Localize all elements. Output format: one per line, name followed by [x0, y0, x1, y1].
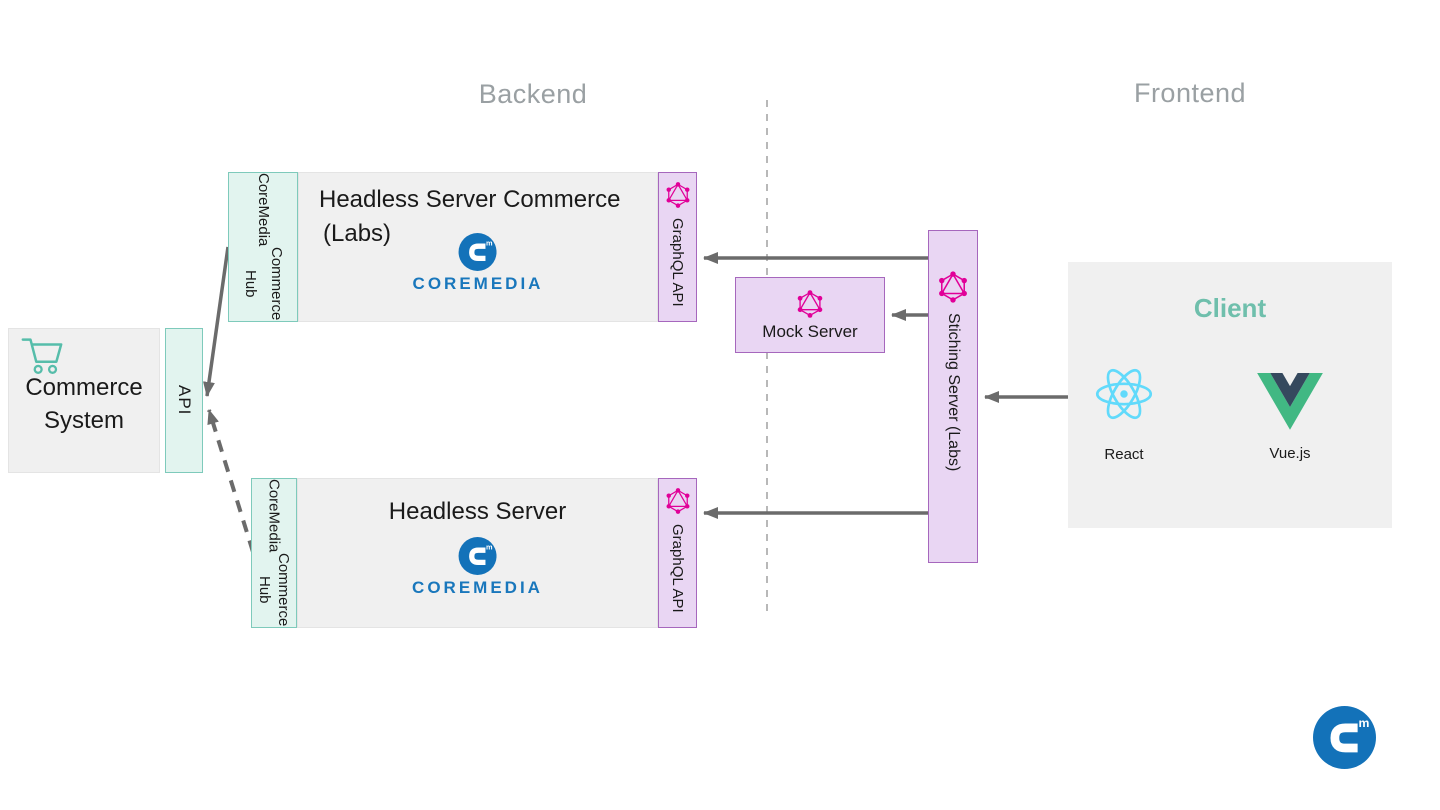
- stitching-server-box: Stiching Server (Labs): [928, 230, 978, 563]
- coremedia-logo-top: m COREMEDIA: [413, 233, 544, 294]
- vue-label: Vue.js: [1269, 445, 1311, 462]
- commerce-system-box: Commerce System: [8, 328, 160, 473]
- hub-label-box-top: CoreMedia Commerce Hub: [228, 172, 298, 322]
- vue-icon: [1257, 373, 1323, 430]
- commerce-api-label: API: [175, 385, 194, 416]
- stitching-server-label: Stiching Server (Labs): [945, 313, 962, 472]
- commerce-system-title: Commerce System: [9, 371, 159, 437]
- coremedia-wordmark-bottom: COREMEDIA: [412, 578, 543, 597]
- graphql-api-label-top: GraphQL API: [669, 218, 686, 307]
- commerce-system-title-line2: System: [43, 407, 124, 434]
- headless-server-box: Headless Server m COREMEDIA: [297, 478, 658, 628]
- hub-label-bottom-line2: Commerce Hub: [256, 553, 292, 627]
- graphql-api-box-bottom: GraphQL API: [658, 478, 697, 628]
- coremedia-icon: m: [459, 233, 497, 271]
- graphql-icon: [666, 182, 689, 208]
- arrow-hub-to-api: [203, 246, 230, 397]
- hub-label-top-line2: Commerce Hub: [242, 247, 285, 321]
- commerce-api-box: API: [165, 328, 203, 473]
- frontend-section-label: Frontend: [1133, 78, 1247, 108]
- svg-text:m: m: [486, 543, 493, 552]
- mock-server-label: Mock Server: [762, 321, 858, 341]
- graphql-icon: [666, 488, 689, 514]
- headless-server-title: Headless Server: [388, 498, 567, 525]
- headless-server-commerce-box: Headless Server Commerce (Labs) m COREME…: [298, 172, 658, 322]
- hub-label-top: CoreMedia Commerce Hub: [229, 173, 297, 321]
- coremedia-logo-bottom: m COREMEDIA: [412, 537, 543, 598]
- vue-group: Vue.js: [1248, 373, 1332, 462]
- arrow-hub2-to-api-dashed: [207, 409, 255, 553]
- shopping-cart-icon: [21, 338, 63, 374]
- graphql-api-label-bottom: GraphQL API: [669, 524, 686, 613]
- svg-text:m: m: [1359, 716, 1370, 730]
- headless-server-commerce-title-line1: Headless Server Commerce: [319, 186, 621, 213]
- coremedia-wordmark-top: COREMEDIA: [412, 274, 544, 293]
- mock-server-box: Mock Server: [735, 277, 885, 353]
- react-icon: [1095, 368, 1153, 420]
- svg-text:m: m: [486, 239, 493, 248]
- commerce-system-title-line1: Commerce: [25, 374, 143, 401]
- coremedia-icon: m: [458, 537, 497, 575]
- client-box: Client React Vue.js: [1068, 262, 1392, 528]
- coremedia-icon: m: [1313, 706, 1376, 769]
- client-title: Client: [1193, 293, 1267, 323]
- headless-server-commerce-title: Headless Server Commerce (Labs): [319, 183, 620, 251]
- graphql-icon: [939, 271, 967, 303]
- graphql-api-box-top: GraphQL API: [658, 172, 697, 322]
- graphql-icon: [797, 289, 823, 318]
- react-label: React: [1104, 446, 1144, 463]
- backend-section-label: Backend: [478, 79, 588, 109]
- headless-server-commerce-title-line2: (Labs): [323, 220, 392, 247]
- hub-label-bottom: CoreMedia Commerce Hub: [252, 479, 296, 627]
- react-group: React: [1084, 365, 1164, 463]
- hub-label-top-line1: CoreMedia: [255, 173, 272, 247]
- hub-label-bottom-line1: CoreMedia: [265, 479, 283, 553]
- hub-label-box-bottom: CoreMedia Commerce Hub: [251, 478, 297, 628]
